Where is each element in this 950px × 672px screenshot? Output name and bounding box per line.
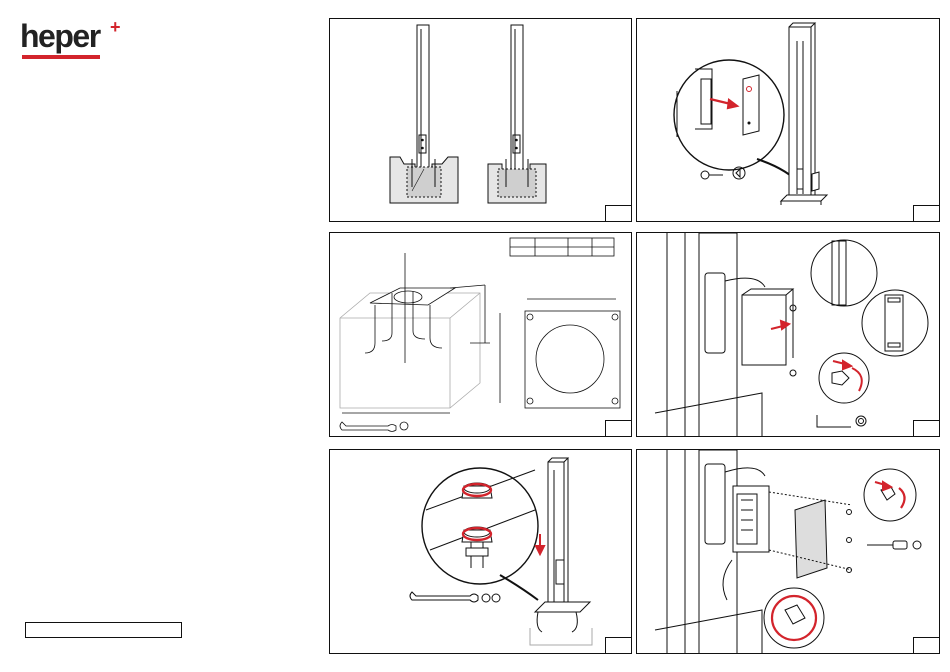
logo-wordmark: heper: [20, 18, 100, 54]
install-box-illustration: [637, 233, 940, 437]
step-number-box: [913, 637, 939, 653]
heper-logo: heper +: [20, 18, 130, 64]
panel-anchor-dimensions: [329, 232, 632, 437]
panel-install-box: [636, 232, 940, 437]
document-code-box: [25, 622, 182, 638]
step-number-box: [605, 420, 631, 436]
open-cover-illustration: [637, 19, 940, 222]
pole-foundation-illustration: [330, 19, 632, 222]
panel-open-cover: [636, 18, 940, 222]
panel-mount-pole: [329, 449, 632, 654]
step-number-box: [605, 205, 631, 221]
logo-plus-mark: +: [110, 18, 121, 36]
panel-wire-box: [636, 449, 940, 654]
step-number-box: [605, 637, 631, 653]
step-number-box: [913, 420, 939, 436]
logo-underline: [22, 55, 100, 59]
step-number-box: [913, 205, 939, 221]
mount-pole-illustration: [330, 450, 632, 654]
wire-box-illustration: [637, 450, 940, 654]
anchor-dimensions-illustration: [330, 233, 632, 437]
panel-pole-foundation: [329, 18, 632, 222]
